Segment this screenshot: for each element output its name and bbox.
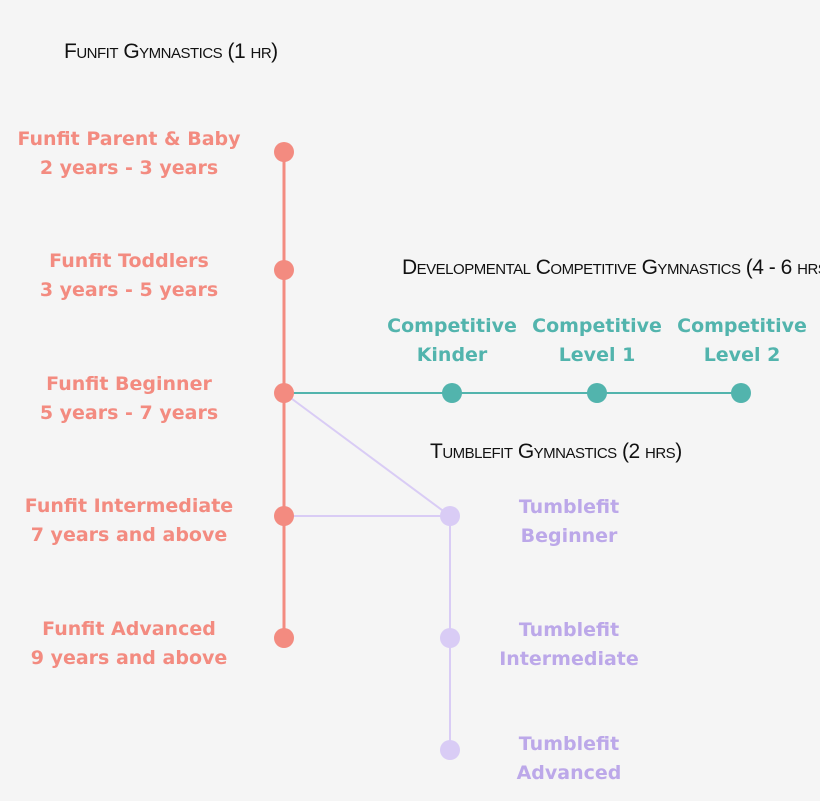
competitive-node [587, 383, 607, 403]
funfit-class-label: Funfit Toddlers 3 years - 5 years [40, 247, 218, 305]
tumblefit-class-line2: Intermediate [499, 648, 639, 670]
competitive-class-label: Competitive Level 2 [677, 312, 807, 370]
tumblefit-class-line1: Tumblefit [518, 496, 620, 518]
tumblefit-class-line1: Tumblefit [518, 619, 620, 641]
tumblefit-node [440, 506, 460, 526]
competitive-node [731, 383, 751, 403]
competitive-class-line2: Kinder [416, 344, 488, 366]
tumblefit-class-line2: Beginner [520, 525, 618, 547]
competitive-class-line1: Competitive [387, 315, 517, 337]
funfit-class-name: Funfit Beginner [46, 373, 212, 395]
tumblefit-heading: Tumblefit Gymnastics (2 hrs) [430, 440, 682, 463]
tumblefit-class-line2: Advanced [516, 762, 622, 784]
funfit-class-label: Funfit Advanced 9 years and above [31, 615, 228, 673]
tumblefit-node [440, 628, 460, 648]
funfit-node [274, 142, 294, 162]
competitive-class-label: Competitive Kinder [387, 312, 517, 370]
funfit-class-label: Funfit Parent & Baby 2 years - 3 years [17, 125, 240, 183]
funfit-node [274, 260, 294, 280]
funfit-class-label: Funfit Beginner 5 years - 7 years [40, 370, 218, 428]
developmental-heading: Developmental Competitive Gymnastics (4 … [402, 256, 820, 279]
funfit-class-name: Funfit Advanced [42, 618, 216, 640]
tumblefit-class-label: Tumblefit Advanced [517, 730, 622, 788]
tumblefit-class-label: Tumblefit Beginner [519, 493, 619, 551]
funfit-class-ages: 9 years and above [30, 647, 228, 669]
competitive-node [442, 383, 462, 403]
tumblefit-class-line1: Tumblefit [518, 733, 620, 755]
tumblefit-class-label: Tumblefit Intermediate [499, 616, 639, 674]
funfit-class-ages: 3 years - 5 years [39, 279, 219, 301]
funfit-class-name: Funfit Parent & Baby [17, 128, 241, 150]
funfit-node [274, 506, 294, 526]
competitive-class-label: Competitive Level 1 [532, 312, 662, 370]
funfit-class-ages: 5 years - 7 years [39, 402, 219, 424]
tumblefit-diagonal-line [283, 392, 451, 517]
competitive-class-line2: Level 2 [703, 344, 781, 366]
funfit-class-ages: 7 years and above [30, 524, 228, 546]
funfit-class-ages: 2 years - 3 years [39, 157, 219, 179]
funfit-heading: Funfit Gymnastics (1 hr) [64, 40, 278, 63]
competitive-class-line2: Level 1 [558, 344, 636, 366]
competitive-class-line1: Competitive [677, 315, 807, 337]
funfit-class-name: Funfit Toddlers [49, 250, 209, 272]
tumblefit-node [440, 740, 460, 760]
funfit-node [274, 383, 294, 403]
funfit-class-name: Funfit Intermediate [24, 495, 234, 517]
competitive-class-line1: Competitive [532, 315, 662, 337]
funfit-node [274, 628, 294, 648]
funfit-class-label: Funfit Intermediate 7 years and above [25, 492, 233, 550]
